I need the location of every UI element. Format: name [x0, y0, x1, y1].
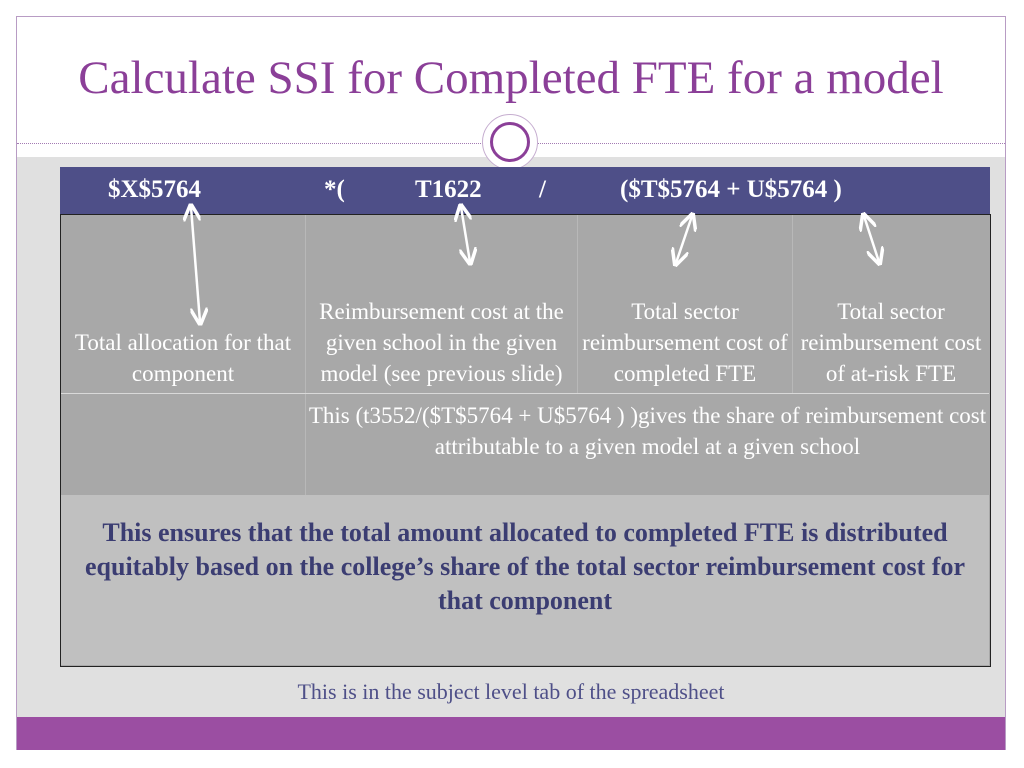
table-cell-empty — [61, 394, 306, 495]
row-divider — [61, 393, 989, 394]
formula-term-divide: / — [539, 176, 546, 203]
table-cell-share-explanation: This (t3552/($T$5764 + U$5764 ) )gives t… — [306, 394, 989, 501]
table-cell-total-allocation: Total allocation for that component — [61, 215, 306, 393]
table-row: This (t3552/($T$5764 + U$5764 ) )gives t… — [61, 394, 989, 495]
formula-term-total-allocation: $X$5764 — [108, 176, 202, 203]
cell-text: Total sector reimbursement cost of at-ri… — [800, 299, 982, 386]
cell-text: Total sector reimbursement cost of compl… — [582, 299, 788, 386]
cell-text: Total allocation for that component — [74, 330, 292, 386]
table-cell-sector-at-risk: Total sector reimbursement cost of at-ri… — [793, 215, 989, 393]
table-row-conclusion: This ensures that the total amount alloc… — [61, 495, 989, 665]
slide-title: Calculate SSI for Completed FTE for a mo… — [78, 52, 944, 104]
cell-text: Reimbursement cost at the given school i… — [319, 299, 564, 386]
table-row: Total allocation for that component Reim… — [61, 215, 989, 393]
footer-bar — [17, 717, 1005, 750]
table-cell-school-cost: Reimbursement cost at the given school i… — [306, 215, 578, 393]
formula-term-school-cost: T1622 — [415, 176, 482, 203]
footnote: This is in the subject level tab of the … — [297, 679, 725, 704]
cell-text: This (t3552/($T$5764 + U$5764 ) )gives t… — [308, 403, 987, 459]
formula-bar: $X$5764 *( T1622 / ($T$5764 + U$5764 ) — [60, 167, 990, 214]
table-cell-sector-completed: Total sector reimbursement cost of compl… — [578, 215, 793, 393]
conclusion-text: This ensures that the total amount alloc… — [84, 518, 965, 615]
circle-ornament-icon — [482, 114, 538, 170]
explanation-table: Total allocation for that component Reim… — [60, 214, 991, 667]
circle-ornament-ring — [490, 122, 530, 162]
formula-term-sector-cost: ($T$5764 + U$5764 ) — [620, 176, 842, 203]
formula-term-multiply: *( — [324, 176, 345, 203]
